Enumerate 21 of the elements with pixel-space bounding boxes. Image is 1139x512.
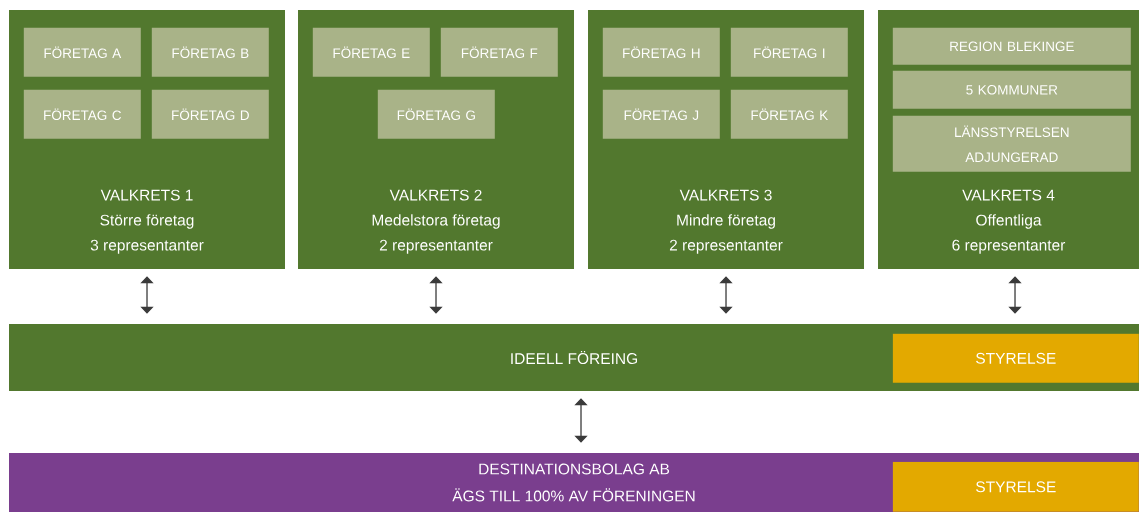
board-box: STYRELSE xyxy=(892,333,1139,383)
member-box: FÖRETAG J xyxy=(602,89,720,139)
member-box: FÖRETAG I xyxy=(730,27,848,77)
arrow xyxy=(719,276,733,314)
member-box: FÖRETAG D xyxy=(151,89,269,139)
member-box: FÖRETAG C xyxy=(23,89,141,139)
member-box: FÖRETAG K xyxy=(730,89,848,139)
member-box: REGION BLEKINGE xyxy=(892,27,1131,65)
member-box: FÖRETAG B xyxy=(151,27,269,77)
member-box: FÖRETAG H xyxy=(602,27,720,77)
board-box: STYRELSE xyxy=(892,461,1139,512)
member-box: 5 KOMMUNER xyxy=(892,70,1131,109)
member-box: FÖRETAG F xyxy=(440,27,558,77)
arrow xyxy=(429,276,443,314)
member-box: LÄNSSTYRELSEN ADJUNGERAD xyxy=(892,115,1131,172)
arrow xyxy=(1008,276,1022,314)
arrow xyxy=(574,398,588,443)
member-box: FÖRETAG G xyxy=(377,89,495,139)
member-box: FÖRETAG A xyxy=(23,27,141,77)
arrow xyxy=(140,276,154,314)
member-box: FÖRETAG E xyxy=(312,27,430,77)
